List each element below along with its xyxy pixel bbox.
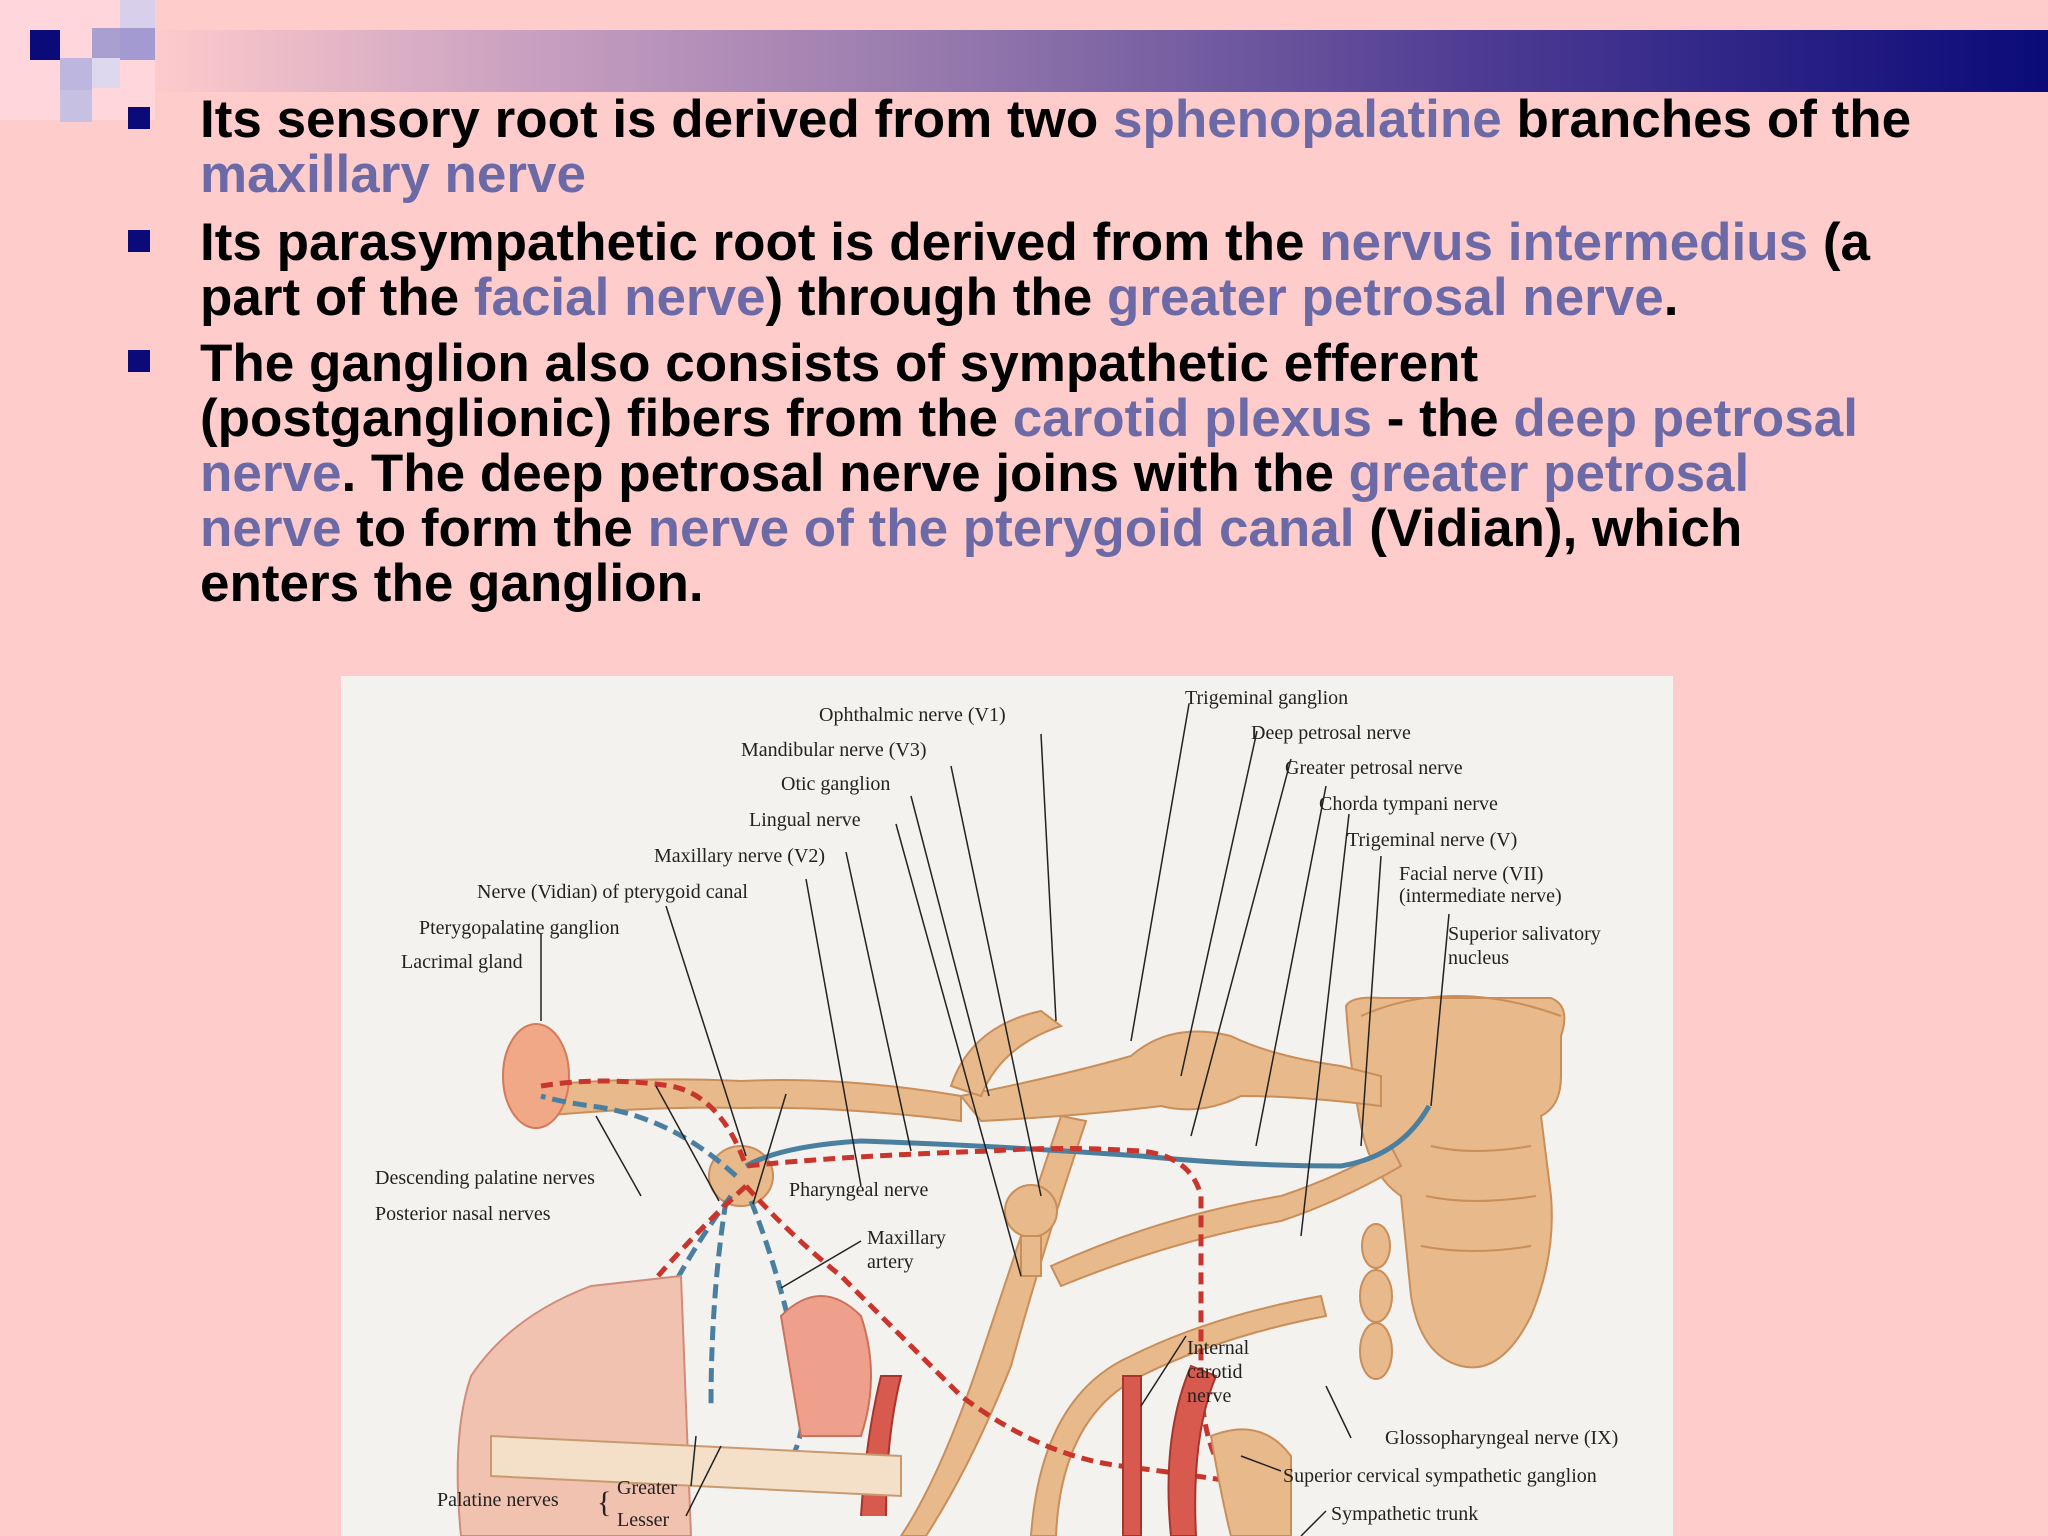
label-posterior-nasal: Posterior nasal nerves (375, 1203, 551, 1225)
label-greater-petrosal-nerve: Greater petrosal nerve (1285, 757, 1463, 779)
bullet-text-run: Its parasympathetic root is derived from… (200, 213, 1320, 272)
bullet-text-run: - the (1372, 389, 1514, 448)
label-sympathetic-trunk: Sympathetic trunk (1331, 1503, 1478, 1525)
label-internal-carotid: Internal (1187, 1337, 1250, 1359)
label-vidian-nerve: Nerve (Vidian) of pterygoid canal (477, 881, 748, 903)
label-lingual-nerve: Lingual nerve (749, 809, 861, 831)
bullet-text-run: ) through the (765, 268, 1107, 327)
highlighted-term: sphenopalatine (1112, 90, 1502, 149)
bullet-marker (128, 107, 150, 129)
bullet-marker (128, 230, 150, 252)
bullet-text-run: (Vidian), which enters the ganglion. (200, 499, 1743, 613)
bullet-text-run: The ganglion also consists of sympatheti… (200, 334, 1479, 448)
highlighted-term: carotid plexus (1012, 389, 1373, 448)
highlighted-term: greater petrosal nerve (1107, 268, 1664, 327)
label-internal-carotid-3: nerve (1187, 1385, 1232, 1407)
label-trigeminal-ganglion: Trigeminal ganglion (1185, 687, 1348, 709)
label-facial-nerve-intermediate: (intermediate nerve) (1399, 885, 1562, 907)
bullet-text-run: . (1663, 268, 1679, 327)
label-mandibular-nerve: Mandibular nerve (V3) (741, 739, 927, 761)
bullet-text-1: Its sensory root is derived from two sph… (200, 92, 2000, 202)
bullet-text-2: Its parasympathetic root is derived from… (200, 215, 1960, 325)
bullet-text-3: The ganglion also consists of sympatheti… (200, 336, 1900, 611)
bullet-text-run: branches of the (1501, 90, 1912, 149)
label-chorda-tympani: Chorda tympani nerve (1319, 793, 1498, 815)
label-palatine-nerves: Palatine nerves (437, 1489, 559, 1511)
label-maxillary-nerve: Maxillary nerve (V2) (654, 845, 825, 867)
label-lesser: Lesser (617, 1509, 670, 1531)
bullet-text-run: . The deep petrosal nerve joins with the (341, 444, 1349, 503)
label-deep-petrosal-nerve: Deep petrosal nerve (1251, 722, 1411, 744)
highlighted-term: greater petrosal nerve (200, 444, 1750, 558)
bullet-text-run: to form the (341, 499, 648, 558)
label-otic-ganglion: Otic ganglion (781, 773, 890, 795)
highlighted-term: nervus intermedius (1319, 213, 1809, 272)
otic-ganglion-shape (1004, 1184, 1058, 1238)
label-glossopharyngeal: Glossopharyngeal nerve (IX) (1385, 1427, 1618, 1449)
label-ophthalmic-nerve: Ophthalmic nerve (V1) (819, 704, 1006, 726)
label-superior-cervical-ganglion: Superior cervical sympathetic ganglion (1283, 1465, 1597, 1487)
highlighted-term: nerve of the pterygoid canal (647, 499, 1355, 558)
label-descending-palatine: Descending palatine nerves (375, 1167, 595, 1189)
lacrimal-gland-shape (502, 1023, 570, 1129)
label-superior-salivatory: Superior salivatory (1448, 923, 1601, 945)
label-greater: Greater (617, 1477, 677, 1499)
label-pharyngeal-nerve: Pharyngeal nerve (789, 1179, 929, 1201)
pterygopalatine-ganglion-diagram: Trigeminal ganglion Ophthalmic nerve (V1… (341, 676, 1673, 1536)
header-gradient-bar (145, 30, 2048, 92)
label-maxillary-artery: Maxillary (867, 1227, 946, 1249)
trigeminal-nerve-shape (959, 1030, 1382, 1123)
bullet-text-run: Its sensory root is derived from two (200, 90, 1113, 149)
label-maxillary-artery-2: artery (867, 1251, 914, 1273)
label-superior-salivatory-nucleus: nucleus (1448, 947, 1509, 969)
diagram-svg: Trigeminal ganglion Ophthalmic nerve (V1… (375, 687, 1618, 1536)
bullet-marker (128, 350, 150, 372)
label-lacrimal-gland: Lacrimal gland (401, 951, 523, 973)
brace: { (597, 1486, 611, 1519)
label-pterygopalatine-ganglion: Pterygopalatine ganglion (419, 917, 620, 939)
brainstem (1344, 996, 1566, 1369)
highlighted-term: maxillary nerve (200, 145, 586, 204)
highlighted-term: deep petrosal nerve (200, 389, 1858, 503)
label-facial-nerve: Facial nerve (VII) (1399, 863, 1543, 885)
label-trigeminal-nerve: Trigeminal nerve (V) (1347, 829, 1517, 851)
label-internal-carotid-2: carotid (1187, 1361, 1243, 1383)
bullet-text-run: (a part of the (200, 213, 1870, 327)
highlighted-term: facial nerve (473, 268, 766, 327)
